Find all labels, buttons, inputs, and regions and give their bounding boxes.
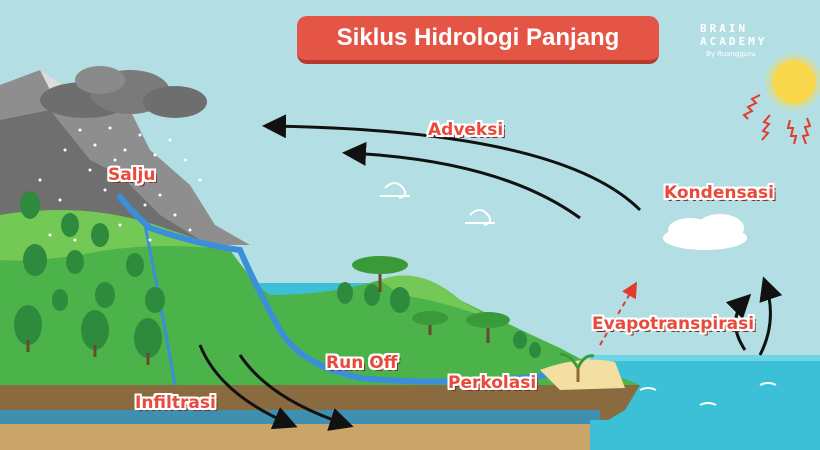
sun-icon — [742, 54, 820, 145]
evaporation-arrow-1 — [725, 293, 752, 351]
arrows — [198, 114, 783, 431]
wind-icon — [380, 182, 495, 226]
condensation-cloud — [663, 214, 747, 250]
page-title: Siklus Hidrologi Panjang — [297, 16, 659, 64]
trees — [14, 191, 595, 382]
beach — [540, 359, 625, 390]
brand-line2: ACADEMY — [700, 35, 768, 48]
brand-line1: BRAIN — [700, 22, 749, 35]
advection-arrow-upper — [262, 114, 642, 212]
soil-layers — [0, 385, 820, 450]
label-salju: Salju — [108, 165, 156, 185]
snowflakes — [38, 126, 202, 242]
evapotranspiration-arrow — [599, 281, 638, 346]
label-run-off: Run Off — [326, 353, 398, 373]
label-perkolasi: Perkolasi — [448, 373, 537, 393]
label-adveksi: Adveksi — [428, 120, 504, 140]
snow-cloud — [40, 66, 207, 118]
label-kondensasi: Kondensasi — [664, 183, 774, 203]
label-evapotranspirasi: Evapotranspirasi — [592, 314, 755, 334]
runoff-arrow-2 — [238, 354, 354, 431]
evaporation-arrow-2 — [758, 276, 783, 356]
brand-logo: BRAIN ACADEMY By Ruangguru — [700, 22, 800, 58]
runoff-arrow-1 — [198, 344, 298, 430]
brand-byline: By Ruangguru — [706, 50, 756, 58]
label-infiltrasi: Infiltrasi — [135, 393, 216, 413]
advection-arrow-lower — [342, 141, 581, 220]
